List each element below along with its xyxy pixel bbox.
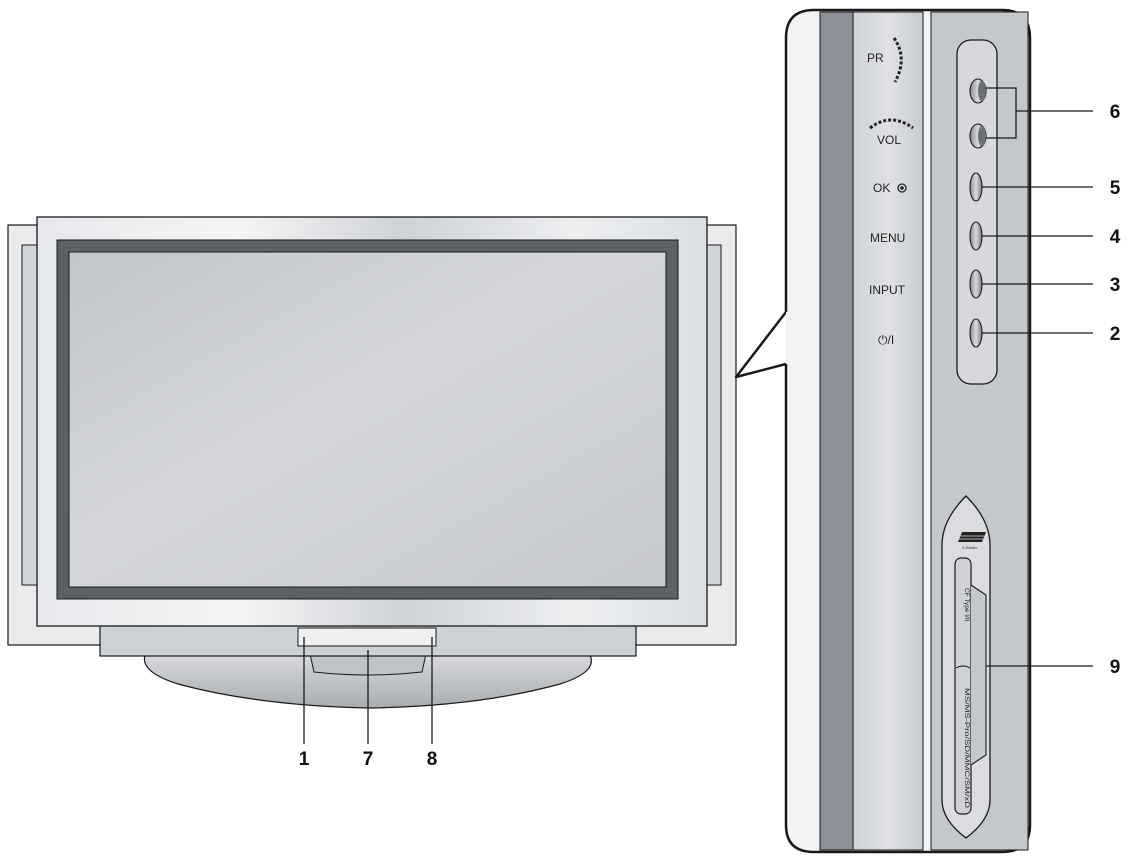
ok-dot-icon [897,183,907,193]
callout-5: 5 [1110,178,1121,199]
ms-card-label: MS/MS-Pro/SD/MMC/SM/xD [963,688,970,808]
button-housing [956,39,998,385]
xstudio-logo-text: X-Studio [962,545,978,550]
panel-label-column [852,11,924,851]
slot-notch [955,665,971,669]
ok-dot-center-icon [900,186,904,190]
cf-type-label: CF Type I/II [963,588,970,622]
power-button[interactable] [969,318,983,348]
menu-label: MENU [870,231,905,245]
callout-1: 1 [299,749,310,770]
ok-label: OK [873,181,890,195]
pr-arrow-icon [892,37,903,83]
left-speaker-inner [21,244,39,586]
pr-up-button[interactable] [969,78,987,104]
vol-arrow-icon [869,118,914,130]
input-label: INPUT [869,283,906,297]
callout-8: 8 [427,749,438,770]
callout-3: 3 [1110,275,1121,296]
callout-9: 9 [1110,657,1121,678]
ok-button[interactable] [969,172,983,202]
input-button[interactable] [969,269,983,299]
side-callout-lines [982,87,1093,667]
slot-release-tab[interactable] [970,584,987,766]
side-panel: PR VOL OK MENU INPUT ⏻/I X-Studio CF Typ… [784,8,1032,854]
indicator-strip [297,627,437,647]
screen [68,251,667,588]
menu-button[interactable] [969,221,983,251]
tv-front [7,216,737,709]
front-callout-lines [303,637,433,744]
power-label: ⏻/I [878,333,894,347]
zoom-wedge [734,311,787,379]
xstudio-logo-icon [958,532,986,542]
pr-down-button[interactable] [969,123,987,149]
callout-2: 2 [1110,324,1121,345]
vol-label: VOL [877,133,901,147]
callout-6: 6 [1110,102,1121,123]
pr-label: PR [867,51,884,65]
callout-4: 4 [1110,227,1121,248]
panel-dark-strip [819,11,854,851]
callout-7: 7 [363,749,374,770]
